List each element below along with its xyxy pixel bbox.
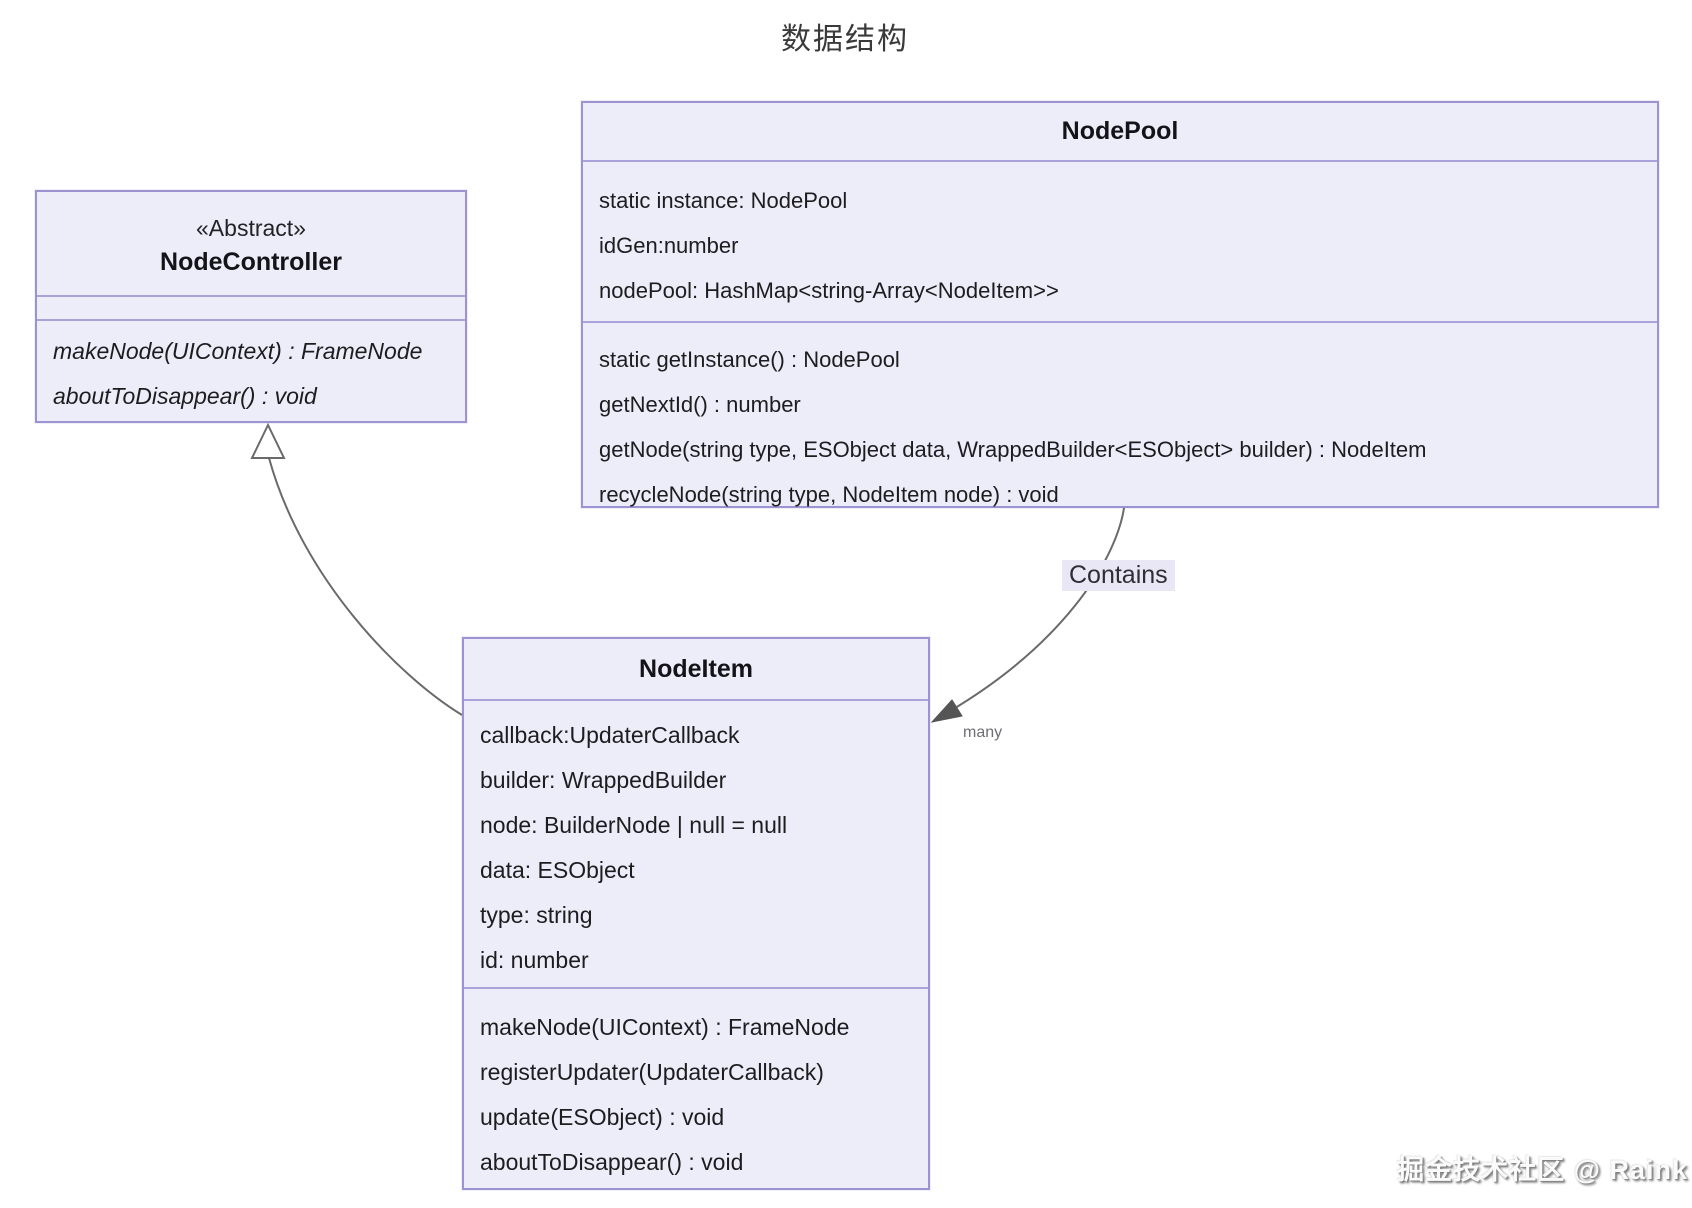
many-multiplicity-label: many: [963, 724, 1003, 741]
class-box-nodeitem: NodeItem callback:UpdaterCallback builder…: [462, 637, 930, 1190]
attributes-section-nodecontroller: [37, 295, 465, 319]
attribute-row: type: string: [480, 902, 593, 928]
method-row: registerUpdater(UpdaterCallback): [480, 1059, 824, 1085]
method-row: aboutToDisappear() : void: [53, 383, 317, 409]
attribute-row: data: ESObject: [480, 857, 635, 883]
methods-section-nodepool: static getInstance() : NodePool getNextId…: [583, 321, 1657, 510]
class-header-nodepool: NodePool: [583, 103, 1657, 160]
attribute-row: node: BuilderNode | null = null: [480, 812, 788, 838]
method-row: update(ESObject) : void: [480, 1104, 725, 1130]
method-row: aboutToDisappear() : void: [480, 1149, 744, 1175]
contains-label: Contains: [1062, 560, 1175, 591]
watermark: 掘金技术社区 @ Raink: [1397, 1155, 1688, 1185]
class-name-nodeitem: NodeItem: [639, 654, 753, 683]
contains-arrow: [930, 507, 1125, 723]
attributes-section-nodeitem: callback:UpdaterCallback builder: Wrapped…: [464, 699, 928, 987]
class-stereotype-abstract: «Abstract»: [196, 214, 306, 241]
attribute-row: callback:UpdaterCallback: [480, 722, 740, 748]
method-row: getNextId() : number: [599, 392, 801, 417]
method-row: static getInstance() : NodePool: [599, 347, 900, 372]
attribute-row: static instance: NodePool: [599, 188, 848, 213]
attribute-row: idGen:number: [599, 233, 739, 258]
attribute-row: id: number: [480, 947, 589, 973]
method-row: makeNode(UIContext) : FrameNode: [53, 338, 423, 364]
class-header-nodeitem: NodeItem: [464, 639, 928, 699]
method-row: getNode(string type, ESObject data, Wrap…: [599, 437, 1427, 462]
class-name-nodecontroller: NodeController: [160, 247, 342, 276]
methods-section-nodeitem: makeNode(UIContext) : FrameNode registerU…: [464, 987, 928, 1192]
class-box-nodepool: NodePool static instance: NodePool idGen:…: [581, 101, 1659, 508]
diagram-title: 数据结构: [781, 23, 909, 56]
methods-section-nodecontroller: makeNode(UIContext) : FrameNode aboutToDi…: [37, 319, 465, 425]
class-header-nodecontroller: «Abstract» NodeController: [37, 192, 465, 295]
class-box-nodecontroller: «Abstract» NodeController makeNode(UICon…: [35, 190, 467, 423]
method-row: makeNode(UIContext) : FrameNode: [480, 1014, 850, 1040]
attributes-section-nodepool: static instance: NodePool idGen:number nod…: [583, 160, 1657, 321]
attribute-row: builder: WrappedBuilder: [480, 767, 727, 793]
method-row: recycleNode(string type, NodeItem node) …: [599, 482, 1059, 507]
attribute-row: nodePool: HashMap<string-Array<NodeItem>…: [599, 278, 1059, 303]
class-name-nodepool: NodePool: [1061, 117, 1179, 145]
inheritance-arrow: [250, 422, 463, 716]
